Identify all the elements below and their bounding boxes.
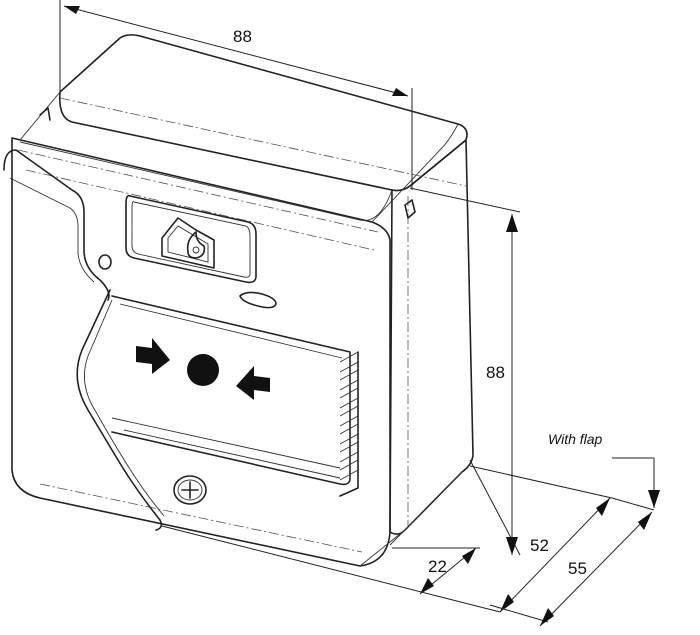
dim-depth-mid-label: 52 [530, 536, 549, 555]
key-slot [239, 291, 277, 309]
flap-outline [3, 149, 110, 301]
flap-inner [9, 177, 95, 283]
window-inner [131, 201, 251, 278]
dim-with-flap: With flap [548, 431, 660, 508]
construction-line-top [59, 97, 467, 187]
front-flap [3, 149, 165, 531]
dim-depth-long-label: 55 [568, 559, 587, 578]
front-top-bevel [19, 141, 393, 221]
left-notch [39, 107, 51, 121]
window-frame [125, 194, 257, 284]
lower-shelf [111, 417, 341, 479]
construction-line-inner [25, 169, 375, 251]
construction-line-bottom [39, 483, 363, 553]
dim-depth-short-label: 22 [428, 557, 447, 576]
dim-height: 88 [409, 187, 521, 556]
symbol-window [125, 194, 277, 309]
right-face-bevel [371, 123, 459, 223]
arrow-left-icon [236, 366, 270, 400]
black-dot-icon [187, 354, 219, 386]
side-latch [404, 199, 416, 219]
dim-depth-long: 55 [489, 497, 655, 627]
push-area-inner [119, 303, 343, 359]
bottom-right-edge [389, 471, 463, 546]
cross-screw-icon [173, 475, 207, 505]
box-front-face [11, 137, 391, 567]
flap-cord [76, 289, 163, 531]
bottom-bevel [359, 529, 406, 567]
arrow-right-icon [136, 338, 170, 374]
ribs [339, 351, 359, 497]
enclosure-body [11, 34, 474, 567]
dim-top-width: 88 [59, 0, 413, 190]
dim-height-label: 88 [486, 363, 505, 382]
push-area [111, 295, 359, 497]
dim-depth-short: 22 [392, 547, 480, 595]
with-flap-label: With flap [548, 431, 603, 447]
dim-top-width-label: 88 [233, 27, 252, 46]
front-top-edge [19, 91, 61, 141]
flap-cord-inner [83, 299, 165, 517]
push-area-frame [111, 295, 351, 486]
flap-hole [98, 254, 112, 270]
dim-depth-mid: 52 [161, 465, 613, 613]
construction-line-mid [17, 149, 379, 233]
house-flame-icon [161, 217, 215, 269]
